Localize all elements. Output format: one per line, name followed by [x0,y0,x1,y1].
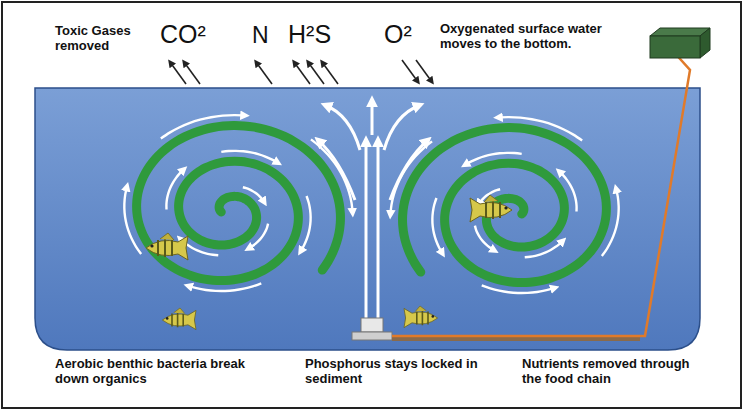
gas-formula: O² [384,20,434,49]
compressor [650,28,710,58]
fish [146,195,512,330]
annotation-text: Oxygenated surface water moves to the bo… [440,22,645,52]
gas-arrows [170,60,432,84]
diffuser [352,318,392,340]
circulation-spirals [124,115,618,293]
annotation-text: Aerobic benthic bacteria break down orga… [55,357,255,387]
annotation-text: Toxic Gases removed [55,24,160,54]
sediment [392,338,640,339]
annotation-text: Phosphorus stays locked in sediment [305,357,485,387]
annotation-text: Nutrients removed through the food chain [522,357,712,387]
upwelling-plume [318,100,428,325]
air-line [392,50,690,336]
gas-formula: N [252,22,282,48]
gas-formula: H²S [288,20,358,49]
gas-formula: CO² [160,20,220,49]
pond-water [35,88,700,350]
